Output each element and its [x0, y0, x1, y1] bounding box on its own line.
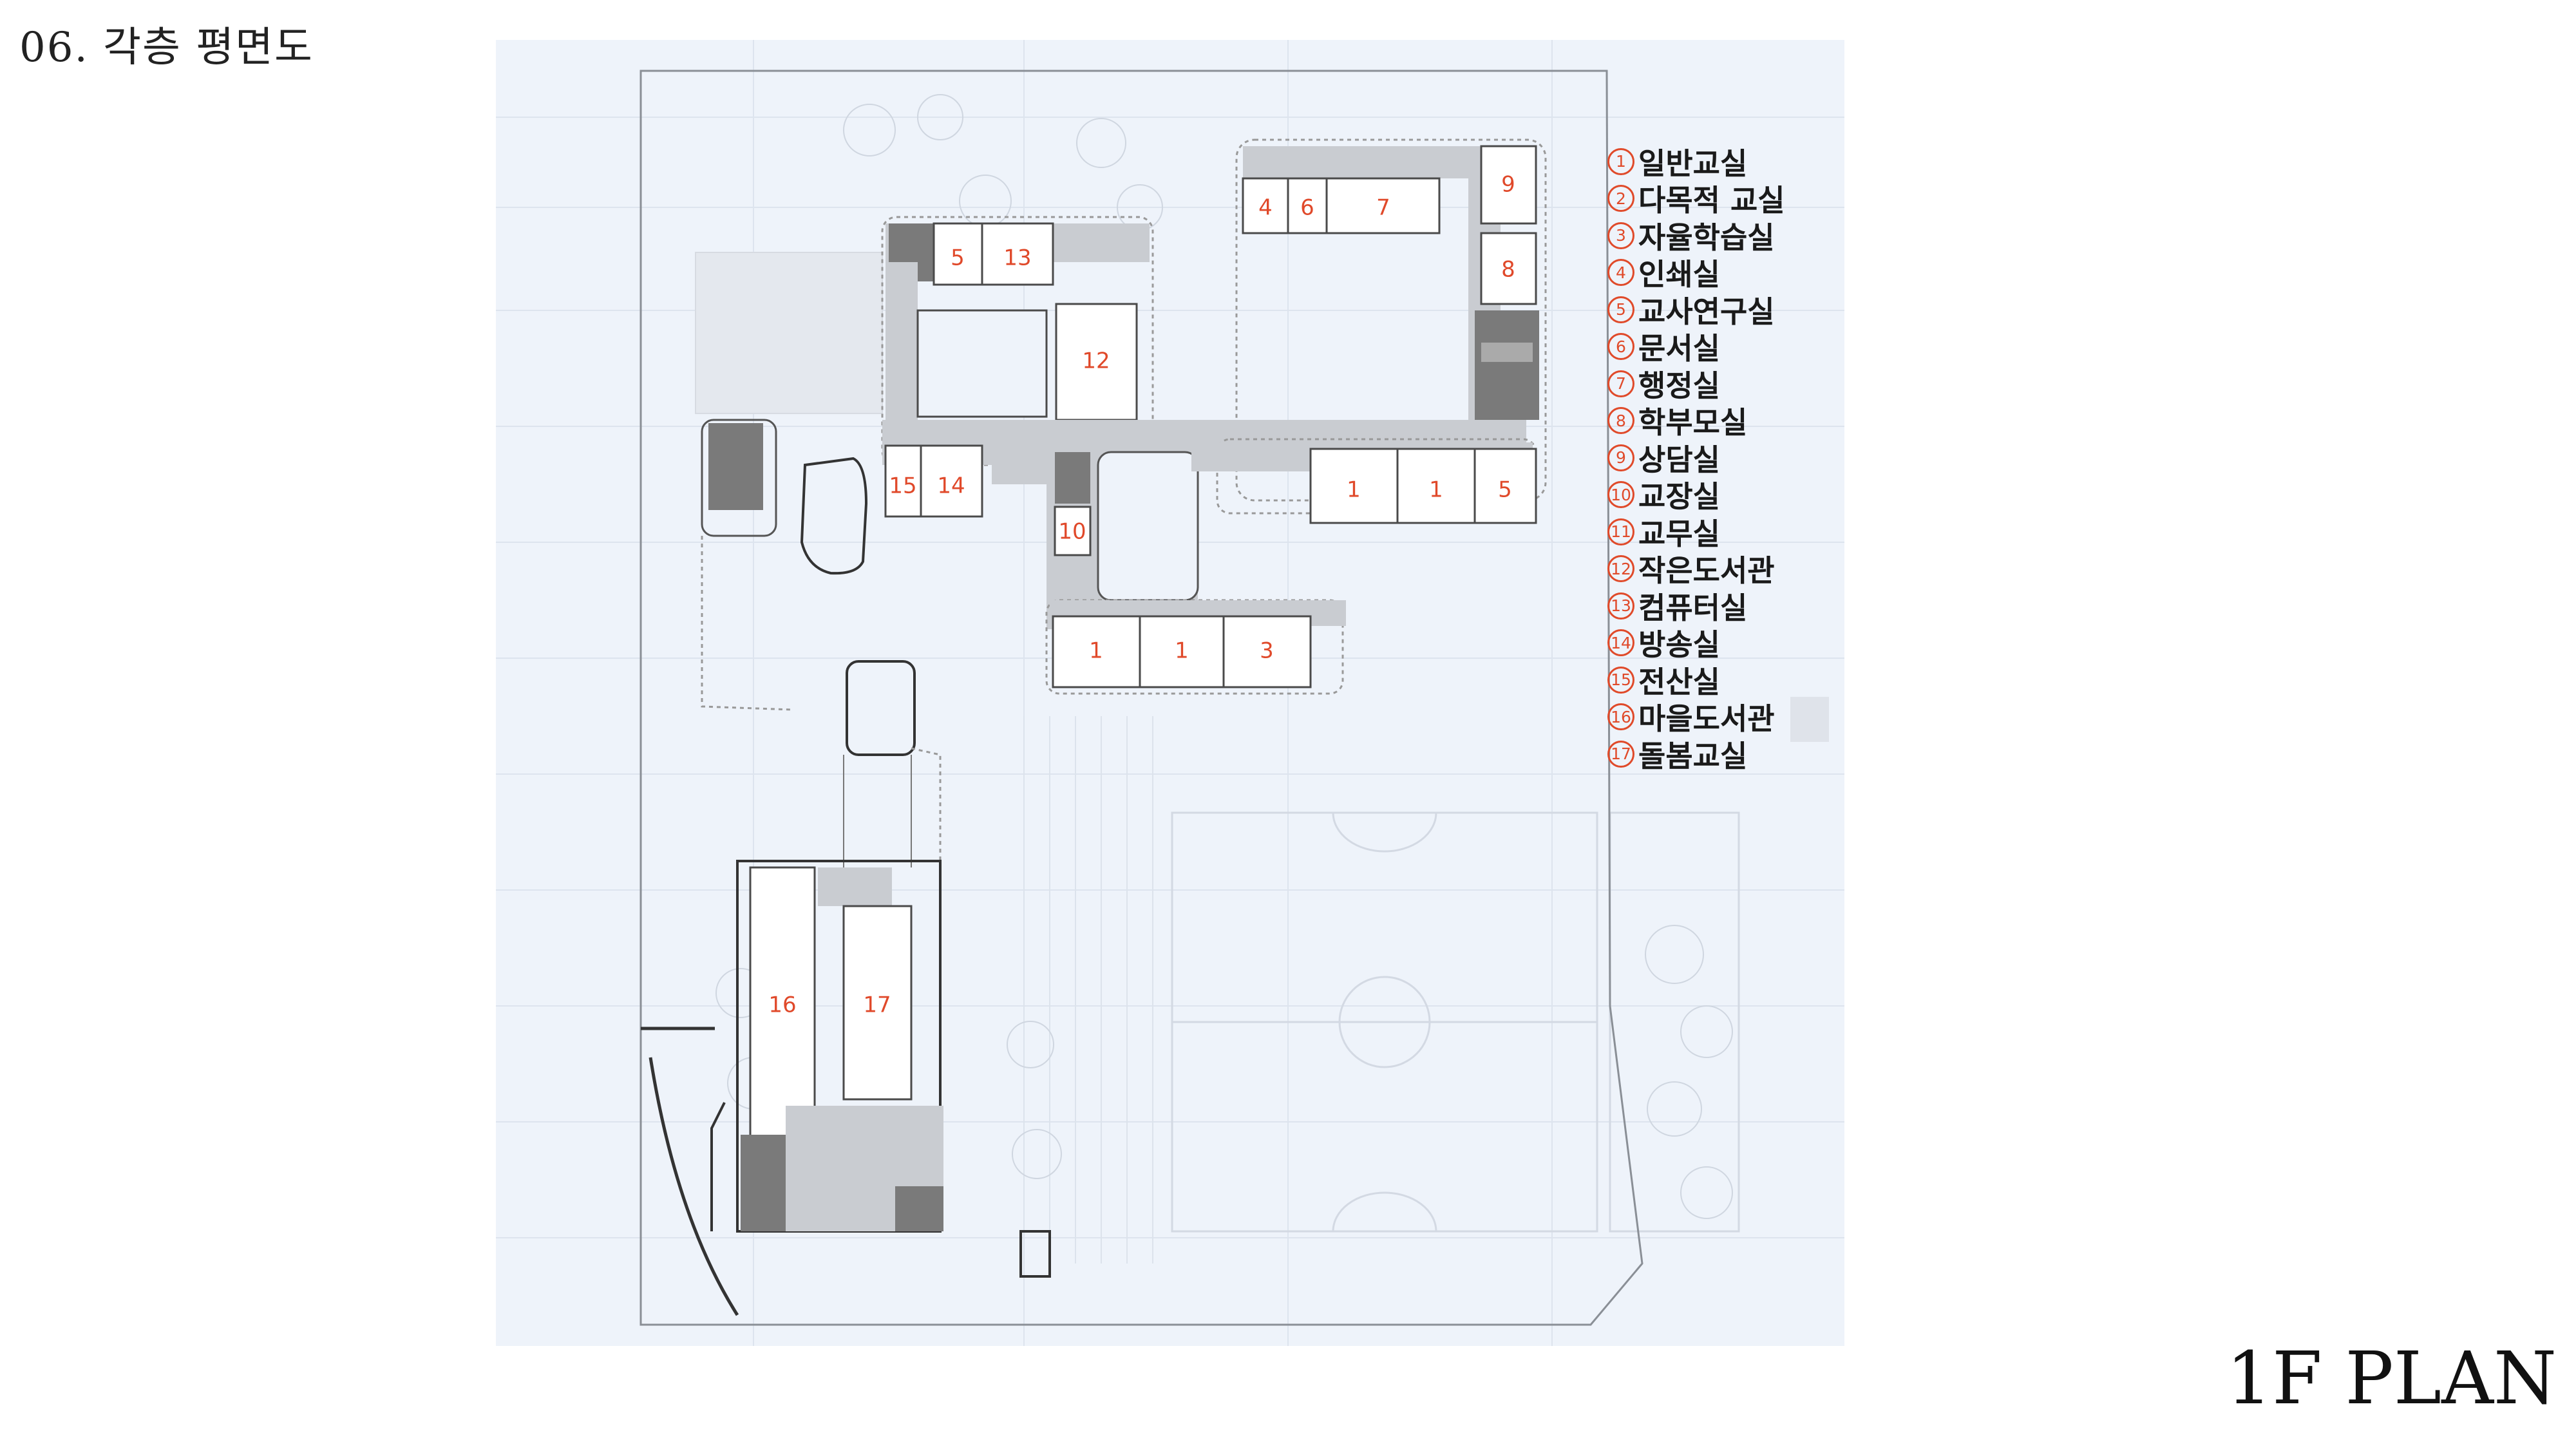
room-number: 13 — [1003, 245, 1031, 271]
legend-number: 12 — [1607, 555, 1634, 583]
plan-caption: 1F PLAN — [2226, 1337, 2557, 1421]
legend-number: 16 — [1607, 703, 1634, 731]
track-lines — [1023, 716, 1153, 1264]
legend-label: 교무실 — [1638, 516, 1720, 551]
room-number: 14 — [937, 473, 965, 499]
legend-number: 6 — [1607, 333, 1634, 361]
legend-number: 10 — [1607, 481, 1634, 509]
legend-number: 2 — [1607, 185, 1634, 213]
room-number: 17 — [863, 992, 891, 1018]
room-number: 5 — [951, 245, 965, 271]
legend-label: 작은도서관 — [1638, 553, 1775, 589]
room-number: 6 — [1300, 195, 1314, 221]
legend-label: 방송실 — [1638, 627, 1720, 663]
legend-label: 컴퓨터실 — [1638, 590, 1748, 625]
legend-label: 자율학습실 — [1638, 220, 1775, 255]
legend-label: 행정실 — [1638, 368, 1720, 403]
room-number: 12 — [1082, 348, 1110, 374]
legend-label: 일반교실 — [1638, 146, 1748, 181]
legend-label: 상담실 — [1638, 442, 1720, 477]
legend-label: 문서실 — [1638, 331, 1720, 366]
room-number: 8 — [1501, 257, 1515, 283]
room-number: 5 — [1498, 477, 1512, 503]
legend-number: 11 — [1607, 518, 1634, 545]
floor-plan-drawing: 9 4 6 7 5 13 8 12 15 14 1 1 5 10 1 1 3 1… — [496, 40, 1844, 1346]
legend-label: 교사연구실 — [1638, 294, 1775, 329]
legend-number: 14 — [1607, 629, 1634, 657]
legend-label: 학부모실 — [1638, 405, 1748, 440]
room-number: 1 — [1175, 638, 1189, 664]
legend-label: 교장실 — [1638, 479, 1720, 515]
plaza — [695, 252, 883, 414]
legend-label: 마을도서관 — [1638, 701, 1775, 737]
room-number: 3 — [1260, 638, 1274, 664]
room-number: 1 — [1347, 477, 1361, 503]
room-numbers: 9 4 6 7 5 13 8 12 15 14 1 1 5 10 1 1 3 1… — [768, 172, 1515, 1018]
site-boundary — [639, 70, 1643, 1326]
room-number: 1 — [1429, 477, 1443, 503]
room-number: 10 — [1058, 519, 1086, 545]
legend-number: 17 — [1607, 740, 1634, 768]
legend-label: 인쇄실 — [1638, 257, 1720, 292]
room-number: 7 — [1376, 195, 1390, 221]
room-number: 1 — [1089, 638, 1103, 664]
page-title: 06. 각층 평면도 — [19, 24, 314, 71]
room-number: 4 — [1258, 195, 1273, 221]
legend-number: 5 — [1607, 296, 1634, 323]
room-number: 16 — [768, 992, 796, 1018]
room-number: 15 — [889, 473, 916, 499]
legend-number: 1 — [1607, 147, 1634, 175]
legend-number: 8 — [1607, 407, 1634, 435]
legend-number: 3 — [1607, 222, 1634, 249]
legend-label: 돌봄교실 — [1638, 738, 1748, 773]
sports-field — [1171, 811, 1740, 1233]
room-number: 9 — [1501, 172, 1515, 198]
legend-number: 9 — [1607, 444, 1634, 471]
legend-label: 전산실 — [1638, 664, 1720, 699]
small-hatch — [1790, 697, 1829, 742]
legend-number: 7 — [1607, 370, 1634, 397]
legend-number: 4 — [1607, 259, 1634, 287]
legend-number: 13 — [1607, 592, 1634, 620]
legend-label: 다목적 교실 — [1638, 183, 1785, 218]
legend-number: 15 — [1607, 666, 1634, 694]
